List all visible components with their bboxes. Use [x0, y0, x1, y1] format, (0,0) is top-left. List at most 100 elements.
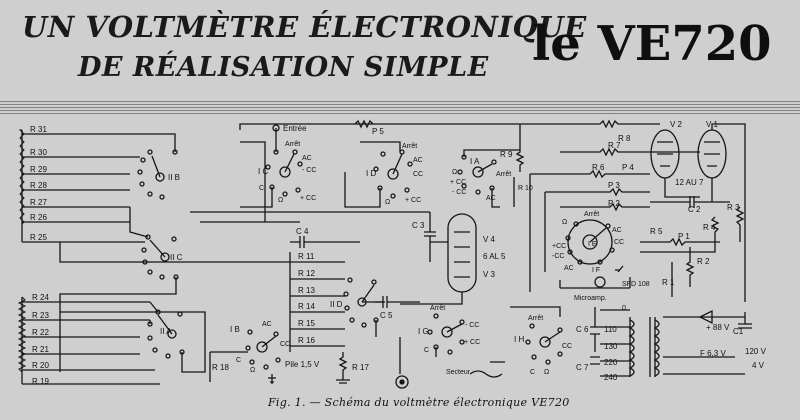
tap-130: 130: [604, 342, 618, 351]
s1a-ac: AC: [486, 195, 496, 202]
r11-label: R 11: [298, 252, 315, 261]
pile-label: Pile 1,5 V: [285, 360, 320, 369]
r19-label: R 19: [32, 377, 49, 386]
s1d-pcc: + CC: [405, 197, 421, 204]
p5-label: P 5: [372, 127, 384, 136]
switch-1a-label: I A: [470, 157, 480, 166]
c3-label: C 3: [412, 221, 425, 230]
c6-label: C 6: [576, 325, 589, 334]
s1a-pcc: + CC: [450, 179, 466, 186]
tube-wiring: [664, 123, 746, 302]
title-line-1: UN VOLTMÈTRE ÉLECTRONIQUE: [22, 10, 587, 44]
r17-label: R 17: [352, 363, 369, 372]
r21-label: R 21: [32, 345, 49, 354]
switch-1a: [457, 149, 520, 208]
lower-resistor-ladder: [17, 296, 160, 385]
f63-label: F 6,3 V: [700, 349, 726, 358]
s1g-pcc: + CC: [464, 339, 480, 346]
capacitor-c4: [290, 236, 360, 248]
s1e-ohm: Ω: [562, 219, 567, 226]
r24-label: R 24: [32, 293, 49, 302]
microammeter: [594, 276, 606, 288]
s1b-c: C: [236, 357, 241, 364]
s1b-ac: AC: [262, 321, 272, 328]
p3-label: P 3: [608, 181, 620, 190]
s1c-pcc: + CC: [300, 195, 316, 202]
switch-2b-label: II B: [168, 173, 180, 182]
c1-label: C1: [733, 327, 744, 336]
switch-2a-label: II A: [160, 327, 172, 336]
s1c-ohm: Ω: [278, 197, 283, 204]
pot-network: [529, 169, 650, 292]
r16-label: R 16: [298, 336, 315, 345]
s1d-cc: CC: [413, 171, 423, 178]
s1c-arret: Arrêt: [285, 141, 300, 148]
s1c-ac: AC: [302, 155, 312, 162]
s1g-mcc: - CC: [465, 322, 479, 329]
transformer: [600, 309, 745, 377]
tap-240: 240: [604, 373, 618, 382]
c7-label: C 7: [576, 363, 589, 372]
capacitor-c5: [375, 296, 420, 308]
c3-wiring: [400, 212, 463, 305]
tube-v1: [697, 129, 727, 179]
header-rule: [0, 100, 800, 114]
r23-label: R 23: [32, 311, 49, 320]
switch-2d-label: II D: [330, 300, 343, 309]
p1-label: P 1: [678, 232, 690, 241]
r8-label: R 8: [618, 134, 631, 143]
schematic-diagram: R 31 R 30 R 29 R 28 R 27 R 26 R 25 R 24 …: [17, 119, 767, 389]
s1b-ohm: Ω: [250, 367, 255, 374]
switch-1d: [344, 141, 413, 208]
resistor-r17: [336, 352, 350, 384]
p4-label: P 4: [622, 163, 634, 172]
p2-label: P 2: [608, 199, 620, 208]
switch-1h: [510, 306, 563, 365]
r9-r10: [513, 124, 525, 207]
s1h-c: C: [530, 369, 535, 376]
r29-label: R 29: [30, 165, 47, 174]
tube-6al5: [447, 213, 477, 293]
bus-lines: [59, 211, 430, 263]
ground-terminal: [395, 375, 409, 389]
switch-1c-label: I C: [258, 167, 268, 176]
r2-label: R 2: [697, 257, 710, 266]
secteur-label: Secteur: [446, 369, 471, 376]
entree-label: Entrée: [283, 124, 307, 133]
r8-r7: [520, 119, 700, 157]
r9-label: R 9: [500, 150, 513, 159]
switch-2a: [60, 301, 206, 373]
s1a-ohm: Ω: [452, 169, 457, 176]
switch-1e-label: I E: [588, 241, 597, 248]
left-resistor-ladder: [18, 129, 140, 243]
switch-1g-label: I G: [418, 327, 429, 336]
s1f-ac: AC: [564, 265, 574, 272]
s1b-cc: CC: [280, 341, 290, 348]
tube-12au7-label: 12 AU 7: [675, 178, 704, 187]
switch-1f-label: I F: [592, 267, 600, 274]
capacitor-c1: [738, 312, 752, 329]
r26-label: R 26: [30, 213, 47, 222]
r12-label: R 12: [298, 269, 315, 278]
capacitors-c6-c7: [590, 307, 600, 365]
r25-label: R 25: [30, 233, 47, 242]
v88-label: + 88 V: [706, 323, 730, 332]
s1h-ohm: Ω: [544, 369, 549, 376]
mains-plug: [469, 361, 505, 378]
diode-sfd108: [559, 265, 631, 289]
model-name: le VE720: [532, 16, 772, 72]
p5-line: [239, 119, 520, 130]
r18-label: R 18: [212, 363, 229, 372]
r28-label: R 28: [30, 181, 47, 190]
r10-label: R 10: [518, 185, 533, 192]
mid-resistor-ladder: [289, 252, 345, 352]
c2-label: C 2: [688, 205, 701, 214]
s1a-mcc: - CC: [452, 189, 466, 196]
capacitor-c2: [650, 196, 730, 208]
s1c-cc: - CC: [302, 167, 316, 174]
tap-110: 110: [604, 325, 617, 334]
tube-v2: [650, 129, 680, 179]
r15-label: R 15: [298, 319, 315, 328]
s1e-pcc: +CC: [552, 243, 566, 250]
switch-1h-label: I H: [514, 335, 524, 344]
